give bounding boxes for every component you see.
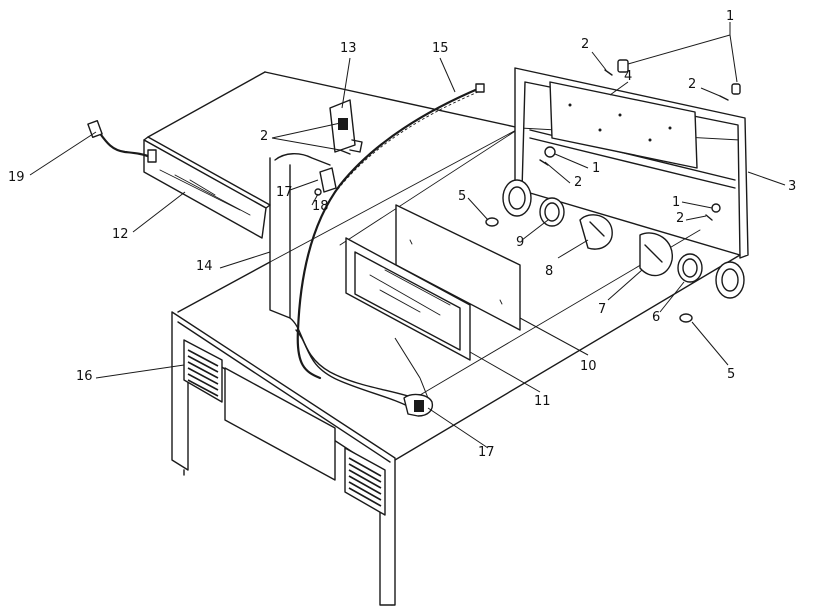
callout-15: 15 (432, 41, 449, 56)
part-5-knob-left (485, 179, 532, 227)
part-11-window-frame (345, 237, 471, 361)
callout-2: 2 (574, 175, 582, 190)
callout-10: 10 (580, 359, 597, 374)
callout-8: 8 (545, 264, 553, 279)
callout-4: 4 (624, 69, 632, 84)
part-16-grille-right (344, 447, 386, 516)
callout-18: 18 (312, 199, 329, 214)
callout-11: 11 (534, 394, 551, 409)
callout-13: 13 (340, 41, 357, 56)
callout-7: 7 (598, 302, 606, 317)
part-4-control-board (549, 81, 698, 169)
part-6-dial-ring (677, 253, 703, 283)
callout-17: 17 (276, 185, 293, 200)
callout-2: 2 (581, 37, 589, 52)
callout-16: 16 (76, 369, 93, 384)
part-16-door-frame (171, 311, 396, 606)
callout-1: 1 (726, 9, 734, 24)
callout-2: 2 (688, 77, 696, 92)
part-15-tube (296, 83, 485, 380)
callout-17: 17 (478, 445, 495, 460)
part-10-panel (395, 204, 521, 331)
part-14-tubing (269, 153, 421, 411)
callout-2: 2 (676, 211, 684, 226)
part-8-dial-bezel (579, 214, 613, 250)
part-5-knob-right (679, 261, 745, 323)
part-12-glass-panel (143, 136, 271, 239)
leader-lines (29, 22, 786, 449)
callout-14: 14 (196, 259, 213, 274)
callout-5: 5 (727, 367, 735, 382)
callout-1: 1 (672, 195, 680, 210)
part-17-clip-top (319, 167, 337, 193)
part-19-cable (87, 120, 157, 163)
callout-5: 5 (458, 189, 466, 204)
part-17-clip-bottom (403, 393, 434, 417)
part-16-grille-left (183, 339, 223, 403)
callout-19: 19 (8, 170, 25, 185)
callout-9: 9 (516, 235, 524, 250)
callout-1: 1 (592, 161, 600, 176)
callout-12: 12 (112, 227, 129, 242)
part-13-bracket (329, 99, 363, 153)
part-9-dial-ring (539, 197, 565, 227)
callout-6: 6 (652, 310, 660, 325)
callout-2: 2 (260, 129, 268, 144)
part-2-screw (339, 69, 729, 221)
callout-3: 3 (788, 179, 796, 194)
part-7-dial-bezel (639, 232, 673, 277)
part-1-knob-top (544, 59, 741, 213)
